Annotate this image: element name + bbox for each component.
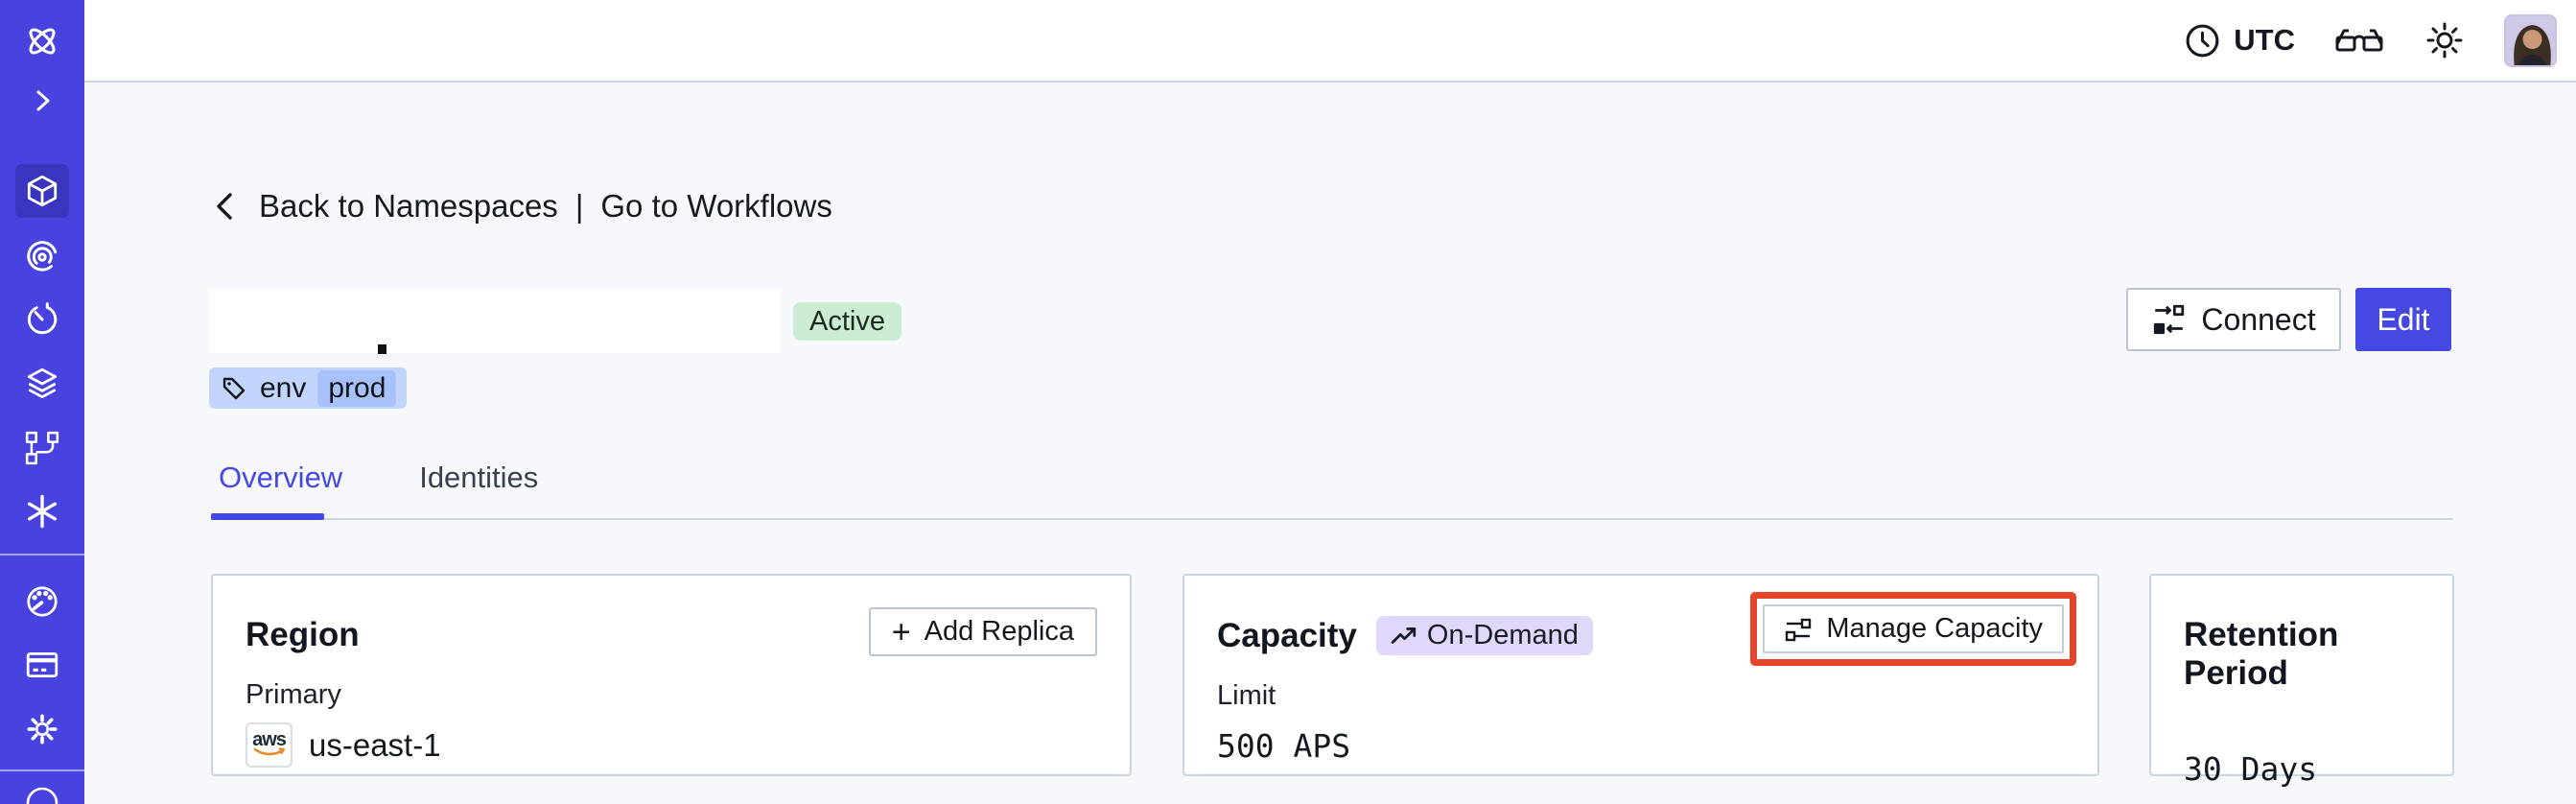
sidebar-item-usage[interactable] xyxy=(0,575,84,628)
timezone-selector[interactable]: UTC xyxy=(2183,21,2295,60)
namespace-tag-chip[interactable]: env prod xyxy=(209,367,408,409)
retention-value: 30 Days xyxy=(2184,750,2318,788)
sidebar-item-namespaces[interactable] xyxy=(15,164,69,218)
aws-logo: aws xyxy=(246,722,293,768)
topbar: UTC xyxy=(84,0,2576,83)
theme-sun-icon[interactable] xyxy=(2424,19,2466,61)
sidebar-item-workflows[interactable] xyxy=(0,229,84,283)
click-highlight-annotation: Manage Capacity xyxy=(1750,592,2076,666)
retention-card: Retention Period 30 Days xyxy=(2149,574,2454,788)
capacity-value: 500 APS xyxy=(1217,727,1351,765)
clock-icon xyxy=(2183,21,2222,60)
tab-bar: Overview Identities xyxy=(211,461,546,495)
sidebar-item-settings[interactable] xyxy=(0,702,84,756)
hidden-text-artifact xyxy=(378,344,386,354)
go-to-workflows-link[interactable]: Go to Workflows xyxy=(600,188,832,224)
add-replica-label: Add Replica xyxy=(924,616,1074,647)
namespace-actions: Connect Edit xyxy=(2126,288,2451,351)
connect-icon xyxy=(2151,302,2186,337)
back-chevron-icon[interactable] xyxy=(209,188,242,225)
sidebar-divider xyxy=(0,769,84,771)
breadcrumb: Back to Namespaces | Go to Workflows xyxy=(209,188,832,225)
edit-button[interactable]: Edit xyxy=(2355,288,2451,351)
region-value-row: aws us-east-1 xyxy=(246,722,1097,768)
plus-icon: + xyxy=(891,613,911,650)
connect-button-label: Connect xyxy=(2201,301,2316,337)
region-card: Region + Add Replica Primary aws us-east… xyxy=(211,574,1132,776)
manage-capacity-button[interactable]: Manage Capacity xyxy=(1763,604,2064,653)
region-value: us-east-1 xyxy=(309,726,441,763)
labs-glasses-icon[interactable] xyxy=(2333,23,2385,58)
region-field-label: Primary xyxy=(246,679,341,710)
manage-capacity-label: Manage Capacity xyxy=(1826,613,2043,644)
timezone-label: UTC xyxy=(2234,23,2295,57)
user-avatar[interactable] xyxy=(2504,13,2557,67)
capacity-card-title: Capacity xyxy=(1217,616,1357,654)
sidebar-item-nexus[interactable] xyxy=(0,485,84,538)
retention-card-title: Retention Period xyxy=(2184,616,2339,692)
tab-bar-divider xyxy=(211,518,2453,520)
back-to-namespaces-link[interactable]: Back to Namespaces xyxy=(259,188,558,224)
tab-overview[interactable]: Overview xyxy=(219,461,343,494)
expand-chevron-icon[interactable] xyxy=(0,74,84,128)
sidebar-divider xyxy=(0,554,84,556)
sidebar-item-help[interactable] xyxy=(0,787,84,804)
sliders-icon xyxy=(1784,615,1813,644)
add-replica-button[interactable]: + Add Replica xyxy=(868,607,1097,656)
capacity-field-label: Limit xyxy=(1217,680,1276,711)
tab-identities[interactable]: Identities xyxy=(419,461,539,494)
tag-value: prod xyxy=(317,369,397,407)
trending-up-icon xyxy=(1391,625,1417,648)
namespace-title-redacted xyxy=(209,289,781,353)
sidebar xyxy=(0,0,84,804)
sidebar-item-schedules[interactable] xyxy=(0,293,84,346)
ondemand-badge: On-Demand xyxy=(1375,616,1593,655)
connect-button[interactable]: Connect xyxy=(2126,288,2341,351)
sidebar-item-billing[interactable] xyxy=(0,638,84,692)
temporal-logo-icon[interactable] xyxy=(0,14,84,68)
breadcrumb-separator: | xyxy=(574,188,584,224)
tag-icon xyxy=(220,374,248,403)
status-badge: Active xyxy=(793,302,902,341)
capacity-card: Capacity On-Demand Manage Capacity xyxy=(1183,574,2099,776)
tag-key: env xyxy=(260,371,307,404)
sidebar-item-workers[interactable] xyxy=(0,421,84,475)
active-tab-underline xyxy=(211,513,324,520)
sidebar-item-deployments[interactable] xyxy=(0,357,84,411)
region-card-title: Region xyxy=(246,616,360,653)
